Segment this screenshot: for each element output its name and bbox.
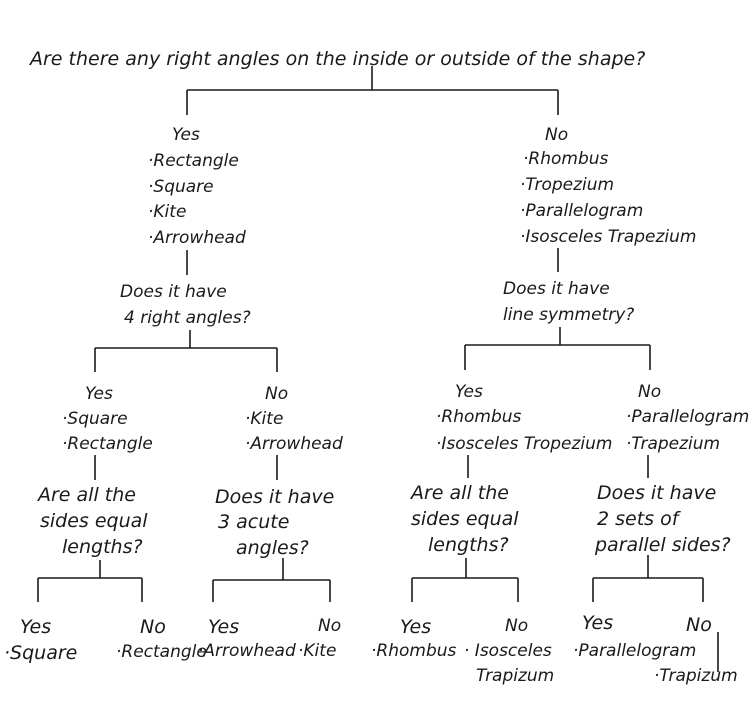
yes-label: Yes	[172, 125, 200, 145]
no-label: No	[638, 382, 662, 402]
shape-item: ·Tropezium	[520, 175, 615, 195]
question-text: lengths?	[62, 536, 143, 558]
question-text: 3 acute	[218, 511, 290, 533]
root-question: Are there any right angles on the inside…	[30, 48, 646, 70]
shape-item: ·Square	[62, 409, 128, 429]
shape-item: ·Rectangle	[62, 434, 153, 454]
shape-item: ·Kite	[245, 409, 284, 429]
result-shape: Trapizum	[476, 666, 555, 686]
no-label: No	[318, 616, 342, 636]
no-label: No	[140, 616, 166, 638]
result-shape: · Isosceles	[464, 641, 552, 661]
question-text: 2 sets of	[597, 508, 679, 530]
shape-item: ·Parallelogram	[520, 201, 644, 221]
result-shape: ·Rectangle	[116, 642, 207, 662]
no-label: No	[505, 616, 529, 636]
shape-item: ·Square	[148, 177, 214, 197]
yes-label: Yes	[85, 384, 113, 404]
result-shape: ·Kite	[298, 641, 337, 661]
result-shape: ·Rhombus	[371, 641, 457, 661]
question-text: 4 right angles?	[124, 308, 251, 328]
no-label: No	[265, 384, 289, 404]
shape-item: ·Parallelogram	[626, 407, 750, 427]
shape-item: ·Arrowhead	[148, 228, 246, 248]
question-text: parallel sides?	[595, 534, 731, 556]
question-text: Does it have	[120, 282, 227, 302]
no-label: No	[545, 125, 569, 145]
yes-label: Yes	[455, 382, 483, 402]
yes-label: Yes	[208, 616, 240, 638]
yes-label: Yes	[400, 616, 432, 638]
question-text: line symmetry?	[503, 305, 635, 325]
question-text: Are all the	[38, 484, 136, 506]
shape-item: ·Isosceles Tropezium	[436, 434, 613, 454]
result-shape: ·Parallelogram	[573, 641, 697, 661]
shape-item: ·Rhombus	[436, 407, 522, 427]
question-text: lengths?	[428, 534, 509, 556]
result-shape: ·Arrowhead	[198, 641, 296, 661]
question-text: sides equal	[411, 508, 519, 530]
shape-item: ·Arrowhead	[245, 434, 343, 454]
yes-label: Yes	[20, 616, 52, 638]
yes-label: Yes	[582, 612, 614, 634]
result-shape: ·Trapizum	[654, 666, 738, 686]
question-text: Does it have	[215, 486, 335, 508]
shape-item: ·Trapezium	[626, 434, 721, 454]
shape-item: ·Rhombus	[523, 149, 609, 169]
question-text: Does it have	[597, 482, 717, 504]
question-text: Does it have	[503, 279, 610, 299]
result-shape: ·Square	[4, 642, 78, 664]
question-text: angles?	[236, 537, 309, 559]
shape-item: ·Rectangle	[148, 151, 239, 171]
no-label: No	[686, 614, 712, 636]
shape-item: ·Kite	[148, 202, 187, 222]
question-text: sides equal	[40, 510, 148, 532]
shape-item: ·Isosceles Trapezium	[520, 227, 697, 247]
question-text: Are all the	[411, 482, 509, 504]
